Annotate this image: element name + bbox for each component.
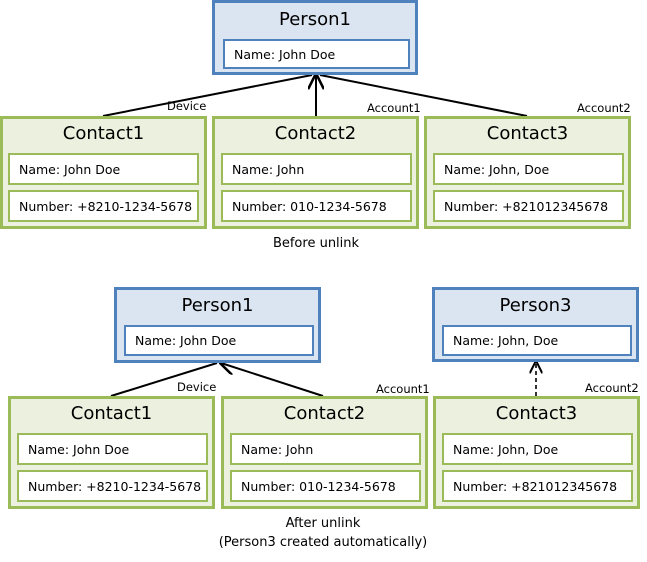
- source-label-device: Device: [177, 380, 217, 394]
- node-title: Contact2: [283, 403, 366, 424]
- name-field: Name: John, Doe: [433, 153, 624, 185]
- name-field: Name: John: [221, 153, 412, 185]
- link-contact1-person1: [102, 74, 313, 117]
- after-contact3-node: Contact3 Name: John, Doe Number: +821012…: [433, 396, 640, 509]
- name-field: Name: John Doe: [124, 325, 314, 356]
- node-title: Person1: [279, 9, 351, 30]
- number-field: Number: 010-1234-5678: [221, 190, 412, 222]
- after-contact1-node: Contact1 Name: John Doe Number: +8210-12…: [8, 396, 215, 509]
- number-field: Number: +821012345678: [442, 470, 633, 502]
- number-field: Number: 010-1234-5678: [230, 470, 421, 502]
- number-field: Number: +8210-1234-5678: [17, 470, 208, 502]
- after-contact2-node: Contact2 Name: John Number: 010-1234-567…: [221, 396, 428, 509]
- after-person3-node: Person3 Name: John, Doe: [432, 287, 639, 362]
- number-field: Number: +821012345678: [433, 190, 624, 222]
- before-contact2-node: Contact2 Name: John Number: 010-1234-567…: [212, 116, 419, 229]
- source-label-account2: Account2: [577, 101, 631, 115]
- before-person1-node: Person1 Name: John Doe: [212, 0, 418, 75]
- link-after-contact1-person1: [110, 362, 218, 397]
- node-title: Person1: [181, 295, 254, 316]
- node-title: Contact3: [486, 123, 569, 144]
- name-field: Name: John Doe: [223, 39, 410, 69]
- node-title: Contact2: [274, 123, 357, 144]
- node-title: Contact3: [495, 403, 578, 424]
- node-title: Contact1: [62, 123, 145, 144]
- before-contact1-node: Contact1 Name: John Doe Number: +8210-12…: [0, 116, 207, 229]
- after-person1-node: Person1 Name: John Doe: [114, 287, 321, 363]
- source-label-device: Device: [167, 99, 207, 113]
- name-field: Name: John Doe: [8, 153, 199, 185]
- after-caption: After unlink: [285, 516, 361, 531]
- name-field: Name: John, Doe: [442, 433, 633, 465]
- number-field: Number: +8210-1234-5678: [8, 190, 199, 222]
- name-field: Name: John Doe: [17, 433, 208, 465]
- after-caption-note: (Person3 created automatically): [218, 535, 428, 550]
- source-label-account1: Account1: [376, 382, 430, 396]
- link-contact3-person1: [319, 74, 528, 117]
- node-title: Contact1: [70, 403, 153, 424]
- node-title: Person3: [499, 295, 572, 316]
- source-label-account2: Account2: [585, 381, 639, 395]
- before-contact3-node: Contact3 Name: John, Doe Number: +821012…: [424, 116, 631, 229]
- before-caption: Before unlink: [272, 236, 360, 251]
- source-label-account1: Account1: [367, 101, 421, 115]
- name-field: Name: John, Doe: [442, 325, 632, 356]
- name-field: Name: John: [230, 433, 421, 465]
- link-after-contact2-person1: [221, 363, 324, 397]
